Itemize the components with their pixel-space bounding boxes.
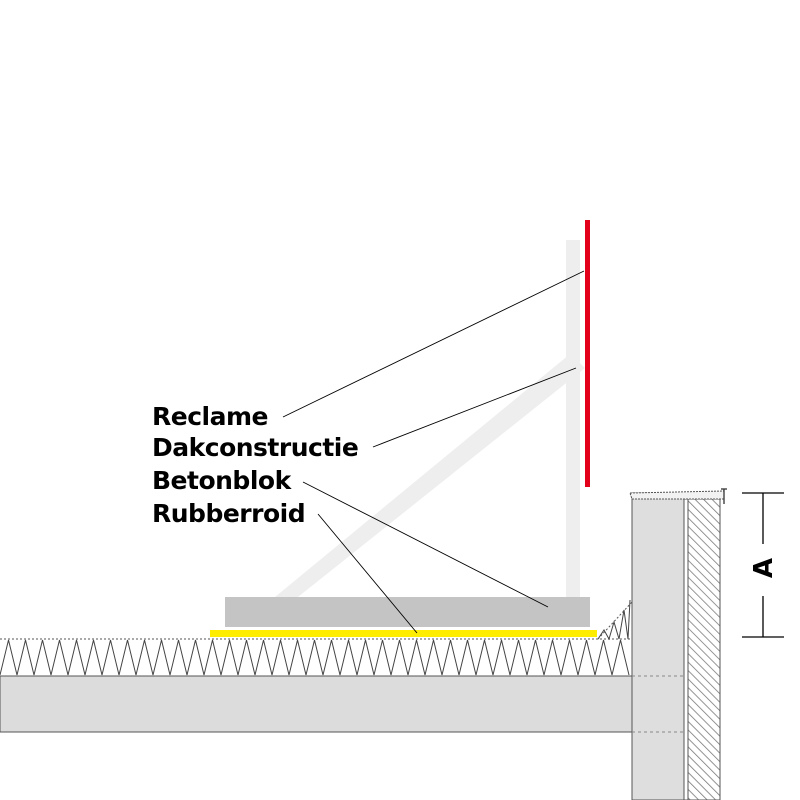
leader-betonblok <box>302 481 549 608</box>
parapet-wall <box>629 488 727 800</box>
frame-post <box>566 240 580 597</box>
frame-brace <box>275 354 585 597</box>
roof-slab <box>0 675 633 733</box>
dimension-a <box>742 492 784 638</box>
roof-frame <box>275 240 585 597</box>
rubberroid-strip <box>210 630 597 637</box>
leader-dakconstructie <box>372 367 577 448</box>
concrete-block <box>225 597 590 627</box>
leader-reclame <box>282 270 585 418</box>
leader-lines <box>282 270 585 634</box>
upstand-insulation <box>597 599 633 641</box>
insulation-layer <box>0 638 632 677</box>
dimension-a-label: A <box>749 558 779 578</box>
label-rubberroid: Rubberroid <box>152 499 305 528</box>
label-betonblok: Betonblok <box>152 466 293 495</box>
label-dakconstructie: Dakconstructie <box>152 433 358 462</box>
advertising-sign <box>585 220 590 487</box>
leader-rubberroid <box>317 513 418 634</box>
insulation-zigzag <box>0 639 630 676</box>
label-reclame: Reclame <box>152 402 268 431</box>
